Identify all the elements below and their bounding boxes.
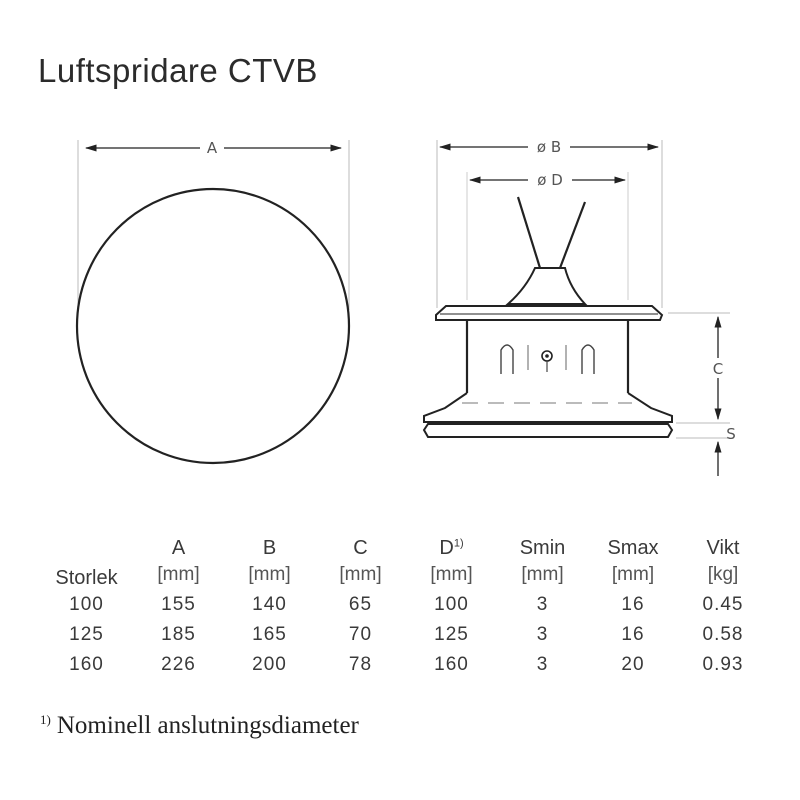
column-header-smax: Smax: [607, 537, 659, 559]
column-header-smin: Smin: [519, 537, 566, 559]
cell-b: 165: [252, 624, 287, 645]
cell-a: 155: [161, 594, 196, 615]
column-header-vikt: Vikt: [706, 537, 740, 559]
cell-vikt: 0.45: [702, 594, 744, 615]
cell-d: 100: [434, 594, 469, 615]
dimension-a-label: A: [207, 139, 218, 157]
cell-smin: 3: [536, 654, 549, 675]
unit-smax: [mm]: [611, 564, 655, 585]
column-header-b: B: [262, 537, 277, 559]
cell-b: 140: [252, 594, 287, 615]
side-view: ø B ø D C: [422, 137, 736, 476]
unit-c: [mm]: [339, 564, 382, 585]
unit-a: [mm]: [157, 564, 200, 585]
adjustment-rod-right: [558, 201, 587, 269]
cell-smin: 3: [536, 624, 549, 645]
cell-size: 100: [69, 594, 104, 615]
cell-c: 65: [348, 594, 373, 615]
dimension-d-label: ø D: [537, 171, 563, 189]
cell-vikt: 0.58: [702, 624, 744, 645]
dimension-b-label: ø B: [537, 138, 561, 156]
dimension-s-label: S: [726, 425, 736, 443]
cell-smax: 16: [621, 594, 645, 615]
base-flange: [423, 392, 673, 423]
table-row: 125 185 165 70 125 3 16 0.58: [40, 620, 768, 650]
top-cone: [505, 267, 588, 305]
cell-b: 200: [252, 654, 287, 675]
footnote: 1) Nominell anslutningsdiameter: [40, 712, 359, 740]
body-slot-1: [500, 344, 514, 374]
cell-size: 125: [69, 624, 104, 645]
cell-a: 185: [161, 624, 196, 645]
footnote-mark: 1): [40, 712, 51, 727]
table-unit-row: [mm] [mm] [mm] [mm] [mm] [mm] [kg]: [40, 560, 768, 590]
top-plate: [435, 305, 664, 321]
cell-vikt: 0.93: [702, 654, 744, 675]
technical-drawing: A ø B ø D: [75, 137, 736, 476]
column-header-size: Storlek: [55, 567, 118, 589]
table-header-row: Storlek A B C D1) Smin Smax Vikt: [40, 522, 768, 589]
page-title: Luftspridare CTVB: [38, 52, 318, 89]
column-header-a: A: [171, 537, 186, 559]
footnote-ref: 1): [453, 537, 464, 550]
table-row: 160 226 200 78 160 3 20 0.93: [40, 650, 768, 680]
body-slot-2: [581, 344, 595, 374]
column-header-c: C: [353, 537, 368, 559]
cell-a: 226: [161, 654, 196, 675]
unit-b: [mm]: [248, 564, 291, 585]
diffuser-front-circle: [75, 187, 351, 465]
cell-d: 125: [434, 624, 469, 645]
footnote-text: Nominell anslutningsdiameter: [56, 712, 359, 739]
table-row: 100 155 140 65 100 3 16 0.45: [40, 590, 768, 620]
cell-smax: 16: [621, 624, 645, 645]
cell-smin: 3: [536, 594, 549, 615]
cell-smax: 20: [621, 654, 645, 675]
cell-c: 70: [348, 624, 373, 645]
unit-vikt: [kg]: [707, 564, 739, 585]
cell-d: 160: [434, 654, 469, 675]
base-ring: [422, 423, 674, 438]
front-view: A: [75, 138, 351, 465]
cell-size: 160: [69, 654, 104, 675]
adjustment-rod-left: [516, 196, 542, 269]
cell-c: 78: [348, 654, 373, 675]
dimension-c-label: C: [713, 360, 723, 378]
dimension-table: Storlek A B C D1) Smin Smax Vikt [mm] [m…: [40, 522, 768, 680]
column-header-d: D1): [439, 537, 464, 559]
unit-smin: [mm]: [521, 564, 564, 585]
unit-d: [mm]: [430, 564, 473, 585]
